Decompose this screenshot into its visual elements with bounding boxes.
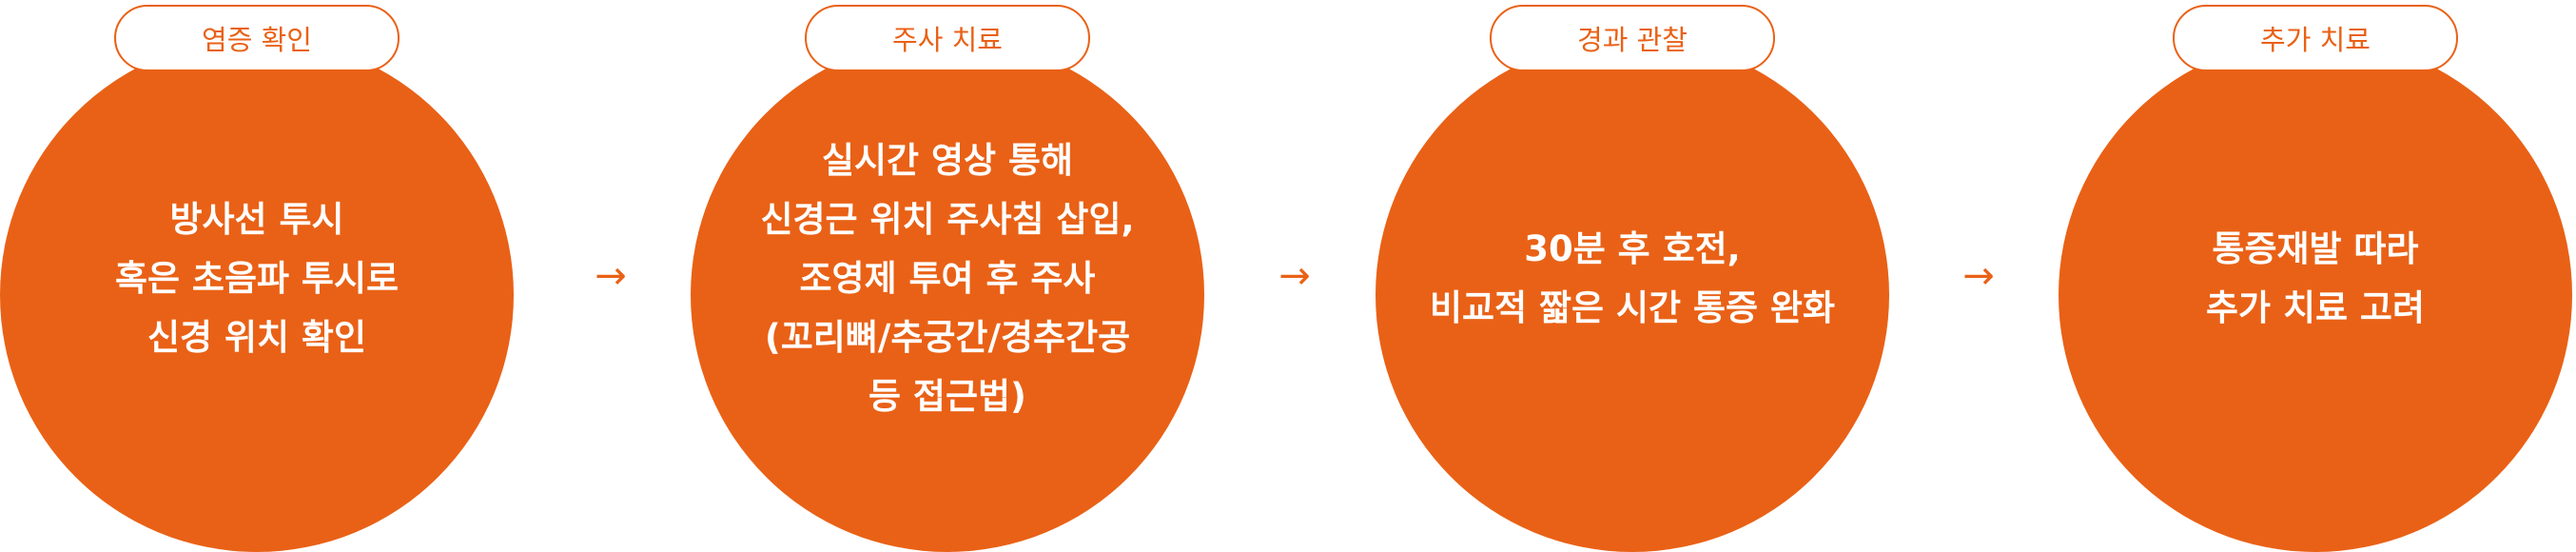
arrow-right-icon: → [1278,254,1311,298]
description-line: 비교적 짧은 시간 통증 완화 [1430,287,1835,328]
step-description: 통증재발 따라 추가 치료 고려 [2168,220,2463,338]
step-label-pill: 주사 치료 [805,5,1090,71]
arrow-right-icon: → [595,254,627,298]
step-additional-treatment: 추가 치료 통증재발 따라 추가 치료 고려 [2059,0,2572,552]
step-description: 방사선 투시 혹은 초음파 투시로 신경 위치 확인 [77,190,437,367]
description-line: 신경 위치 확인 [146,317,366,358]
description-line: 혹은 초음파 투시로 [114,258,400,299]
step-injection-treatment: 주사 치료 실시간 영상 통해 신경근 위치 주사침 삽입, 조영제 투여 후 … [691,0,1204,552]
description-line: 30분 후 호전, [1524,228,1741,269]
step-circle: 실시간 영상 통해 신경근 위치 주사침 삽입, 조영제 투여 후 주사 (꼬리… [691,38,1204,552]
description-line: 실시간 영상 통해 [821,140,1074,181]
step-description: 30분 후 호전, 비교적 짧은 시간 통증 완화 [1392,220,1873,338]
description-line: 등 접근법) [868,376,1026,417]
step-circle: 방사선 투시 혹은 초음파 투시로 신경 위치 확인 [0,38,514,552]
step-description: 실시간 영상 통해 신경근 위치 주사침 삽입, 조영제 투여 후 주사 (꼬리… [722,131,1172,426]
step-label-pill: 경과 관찰 [1490,5,1775,71]
description-line: (꼬리뼈/추궁간/경추간공 [764,317,1131,358]
description-line: 방사선 투시 [169,199,344,240]
arrow-right-icon: → [1962,254,1995,298]
step-label-pill: 추가 치료 [2173,5,2458,71]
step-circle: 통증재발 따라 추가 치료 고려 [2059,38,2572,552]
step-progress-observation: 경과 관찰 30분 후 호전, 비교적 짧은 시간 통증 완화 [1376,0,1889,552]
description-line: 통증재발 따라 [2212,228,2419,269]
description-line: 조영제 투여 후 주사 [799,258,1096,299]
description-line: 추가 치료 고려 [2205,287,2425,328]
step-label-pill: 염증 확인 [114,5,400,71]
step-inflammation-check: 염증 확인 방사선 투시 혹은 초음파 투시로 신경 위치 확인 [0,0,514,552]
step-circle: 30분 후 호전, 비교적 짧은 시간 통증 완화 [1376,38,1889,552]
description-line: 신경근 위치 주사침 삽입, [760,199,1135,240]
